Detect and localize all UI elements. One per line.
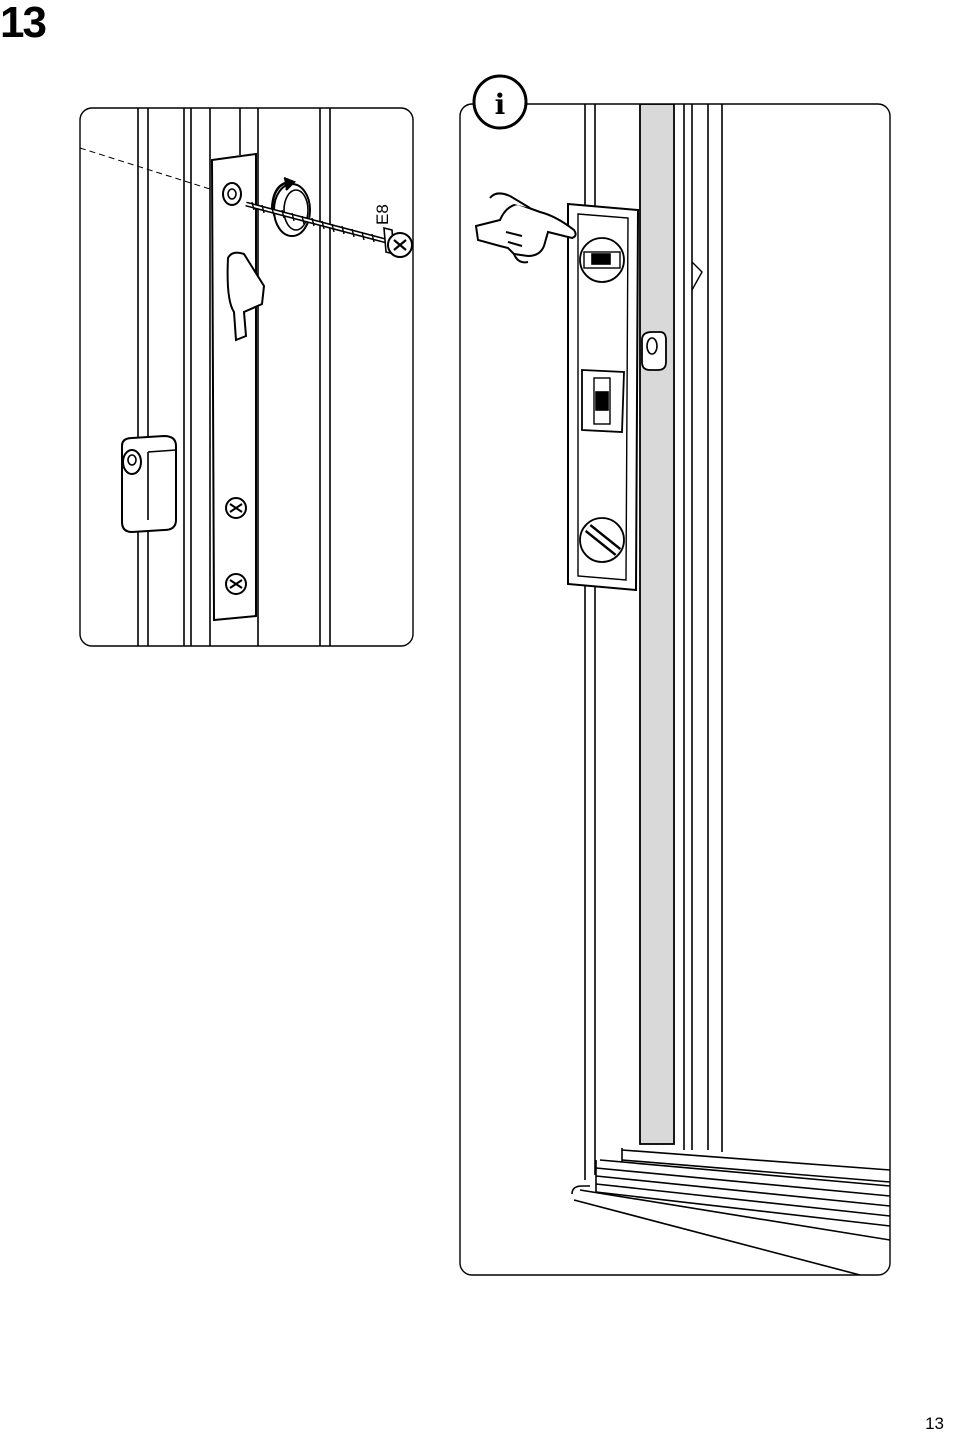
door-frame: [639, 104, 675, 1145]
info-panel: i: [440, 60, 900, 1290]
guide-line: [79, 147, 233, 197]
part-label: E8: [373, 204, 392, 225]
step-number: 13: [0, 0, 47, 47]
spirit-level: [567, 202, 640, 592]
detail-frame: [79, 107, 414, 647]
latch: [226, 251, 266, 342]
info-symbol: i: [495, 88, 506, 121]
info-icon: [472, 74, 528, 130]
hand-pointing: [474, 192, 577, 264]
detail-illustration: E8: [79, 107, 414, 647]
detail-panel: E8: [0, 0, 420, 660]
level-illustration: i: [459, 74, 891, 1276]
page-number: 13: [925, 1414, 944, 1433]
info-frame: [459, 103, 891, 1276]
lock-plate: [210, 152, 257, 622]
floor-track: [571, 1148, 890, 1275]
